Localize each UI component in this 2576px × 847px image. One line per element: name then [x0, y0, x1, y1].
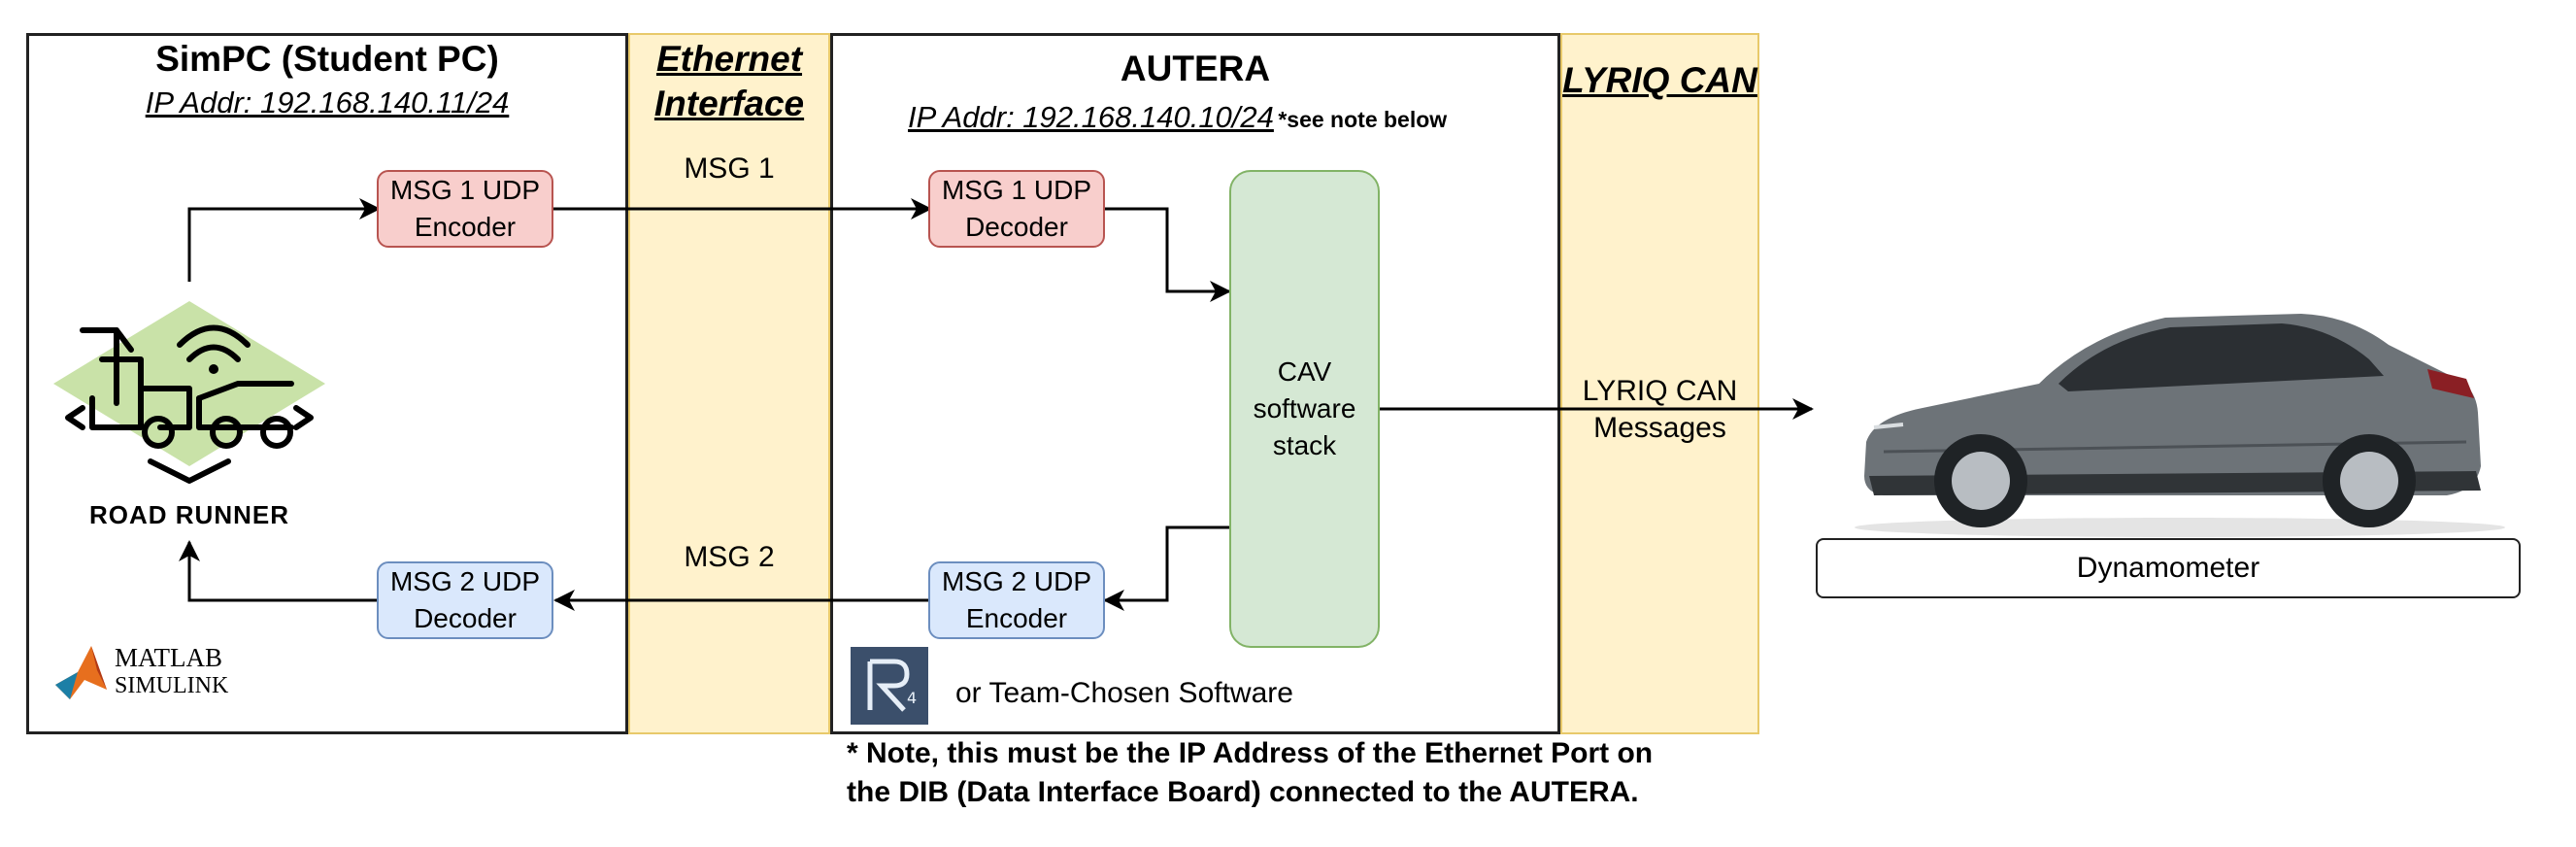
ethernet-title-line2: Interface — [653, 84, 805, 123]
autera-ip-row: IP Addr: 192.168.140.10/24 *see note bel… — [908, 100, 1447, 135]
roadrunner-logo — [44, 291, 335, 534]
arrow-decoder2-to-roadrunner — [179, 540, 379, 602]
matlab-simulink-logo: MATLAB SIMULINK — [50, 641, 264, 704]
msg2-udp-decoder: MSG 2 UDP Decoder — [377, 561, 553, 639]
see-note-label: *see note below — [1278, 107, 1448, 132]
footnote: * Note, this must be the IP Address of t… — [847, 737, 1654, 808]
ethernet-title-line1: Ethernet — [655, 39, 803, 79]
dynamometer-box: Dynamometer — [1816, 538, 2521, 598]
lyriq-can-messages-line2: Messages — [1593, 412, 1726, 444]
roadrunner-label: ROAD RUNNER — [89, 500, 289, 529]
lyriq-can-messages: LYRIQ CAN Messages — [1560, 373, 1759, 447]
lyriq-can-title: LYRIQ CAN — [1562, 60, 1757, 100]
simulink-text: SIMULINK — [115, 673, 229, 698]
r4-logo: 4 — [851, 647, 928, 725]
vehicle-icon — [1855, 314, 2505, 537]
autera-ip: IP Addr: 192.168.140.10/24 — [908, 100, 1274, 134]
roadrunner-icon — [53, 301, 325, 484]
team-software-label: or Team-Chosen Software — [955, 677, 1293, 709]
arrow-decoder-to-stack — [1105, 207, 1231, 302]
r4-icon: 4 — [867, 659, 917, 712]
arrow-roadrunner-to-encoder — [187, 198, 381, 282]
lyriq-can-panel — [1560, 33, 1759, 734]
lyriq-vehicle — [1845, 306, 2515, 539]
lyriq-can-messages-line1: LYRIQ CAN — [1582, 375, 1738, 407]
msg1-label: MSG 1 — [684, 152, 775, 185]
msg2-label: MSG 2 — [684, 541, 775, 573]
msg2-udp-encoder: MSG 2 UDP Encoder — [928, 561, 1105, 639]
simpc-ip: IP Addr: 192.168.140.11/24 — [145, 85, 510, 119]
cav-software-stack: CAV software stack — [1229, 170, 1380, 648]
ethernet-title: Ethernet Interface — [628, 37, 830, 126]
msg1-udp-encoder: MSG 1 UDP Encoder — [377, 170, 553, 248]
autera-title: AUTERA — [1120, 49, 1271, 88]
arrow-stack-to-encoder2 — [1103, 525, 1229, 611]
ethernet-interface-panel — [628, 33, 830, 734]
simpc-title: SimPC (Student PC) — [155, 39, 499, 79]
svg-text:4: 4 — [907, 689, 917, 707]
msg1-udp-decoder: MSG 1 UDP Decoder — [928, 170, 1105, 248]
matlab-text: MATLAB — [115, 643, 223, 672]
matlab-membrane-icon — [55, 646, 107, 699]
